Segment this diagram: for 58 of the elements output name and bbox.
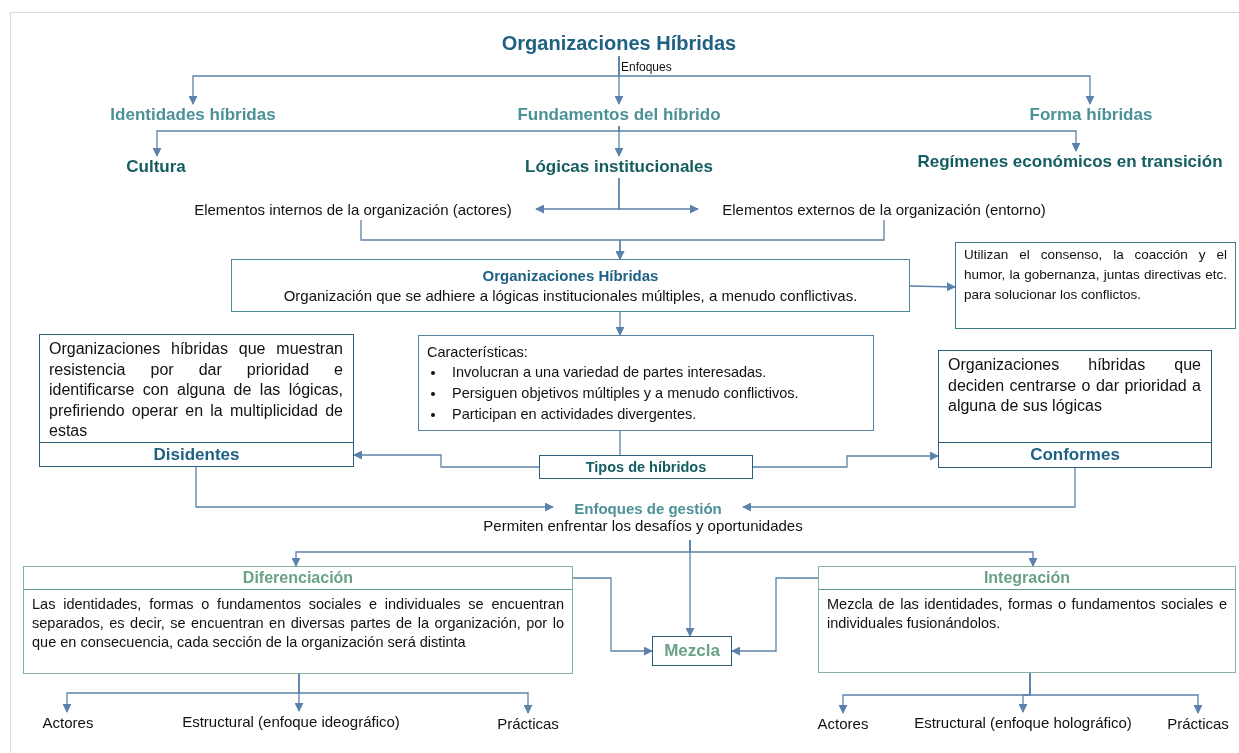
description-text: Mezcla de las identidades, formas o fundamentos sociales e individuales fusionándolos. <box>826 595 1228 633</box>
type-box <box>938 350 1212 468</box>
arrow <box>742 467 1076 512</box>
leaf-text: Prácticas <box>488 713 568 733</box>
definition-text: Organización que se adhiere a lógicas institucionales múltiples, a menudo conflictivas. <box>283 285 858 306</box>
note-text: Utilizan el consenso, la coacción y el humor, la gobernanza, juntas directivas etc. para solucionar los conflictos. <box>964 246 1227 304</box>
side-note: Enfoques <box>621 60 672 74</box>
leaf-text: Prácticas <box>1158 713 1238 733</box>
arrow <box>572 577 653 656</box>
arrow <box>615 219 885 260</box>
arrow <box>298 673 533 714</box>
arrow <box>618 125 1081 152</box>
type-heading: Disidentes <box>152 443 241 466</box>
approach-heading: Integración <box>819 567 1235 590</box>
note-box <box>955 242 1236 329</box>
arrow <box>618 177 699 214</box>
branch-heading: Fundamentos del híbrido <box>500 104 738 126</box>
leaf-text: Estructural (enfoque ideográfico) <box>160 711 422 731</box>
approach-box <box>818 566 1236 673</box>
approach-heading: Diferenciación <box>24 567 572 590</box>
concept-heading: Cultura <box>115 156 197 178</box>
category-box: Tipos de híbridos <box>539 455 753 479</box>
leaf-text: Actores <box>28 712 108 732</box>
description-text: Organizaciones híbridas que deciden centrarse o dar prioridad a alguna de sus lógicas <box>939 351 1211 443</box>
element-text: Elementos externos de la organización (entorno) <box>698 198 1070 220</box>
diagram-heading: Organizaciones Híbridas <box>501 31 737 55</box>
list-item: Involucran a una variedad de partes interesadas. <box>452 363 767 382</box>
concept-heading: Regímenes económicos en transición <box>902 151 1238 173</box>
box-title: Organizaciones Híbridas <box>482 265 659 286</box>
definition-box <box>231 259 910 312</box>
arrow <box>1029 672 1203 714</box>
concept-heading: Lógicas institucionales <box>508 156 730 178</box>
arrow <box>195 466 554 512</box>
element-text: Elementos internos de la organización (actores) <box>170 198 536 220</box>
arrow <box>909 282 956 292</box>
leaf-text: Estructural (enfoque holográfico) <box>892 712 1154 732</box>
connector-line <box>619 430 621 456</box>
type-heading: Conformes <box>1029 444 1121 466</box>
process-box: Mezcla <box>652 636 732 666</box>
branch-heading: Forma híbridas <box>1013 104 1169 126</box>
list-heading: Características: <box>427 343 529 362</box>
arrow <box>615 311 625 336</box>
description-text: Organizaciones híbridas que muestran resistencia por dar prioridad e identificarse con alguna de las lógicas, prefiriendo operar en la multiplicidad de estas <box>40 335 353 443</box>
list-box <box>418 335 874 431</box>
section-heading: Enfoques de gestión <box>574 499 722 517</box>
branch-heading: Identidades híbridas <box>95 104 291 126</box>
approach-box <box>23 566 573 674</box>
type-box <box>39 334 354 467</box>
description-text: Las identidades, formas o fundamentos sociales e individuales se encuentran separados, es decir, se encuentran en diversas partes de la organización, por lo que en consecuencia, cada sección de la organización será distinta <box>31 595 565 652</box>
leaf-text: Actores <box>807 713 879 733</box>
arrow <box>689 539 1038 567</box>
arrow <box>731 577 819 656</box>
arrow <box>353 450 540 468</box>
list-item: Persiguen objetivos múltiples y a menudo conflictivos. <box>452 384 799 403</box>
list-item: Participan en actividades divergentes. <box>452 405 697 424</box>
arrow <box>618 55 1095 105</box>
side-note: Permiten enfrentar los desafíos y oportunidades <box>483 517 803 534</box>
arrow <box>752 451 939 468</box>
